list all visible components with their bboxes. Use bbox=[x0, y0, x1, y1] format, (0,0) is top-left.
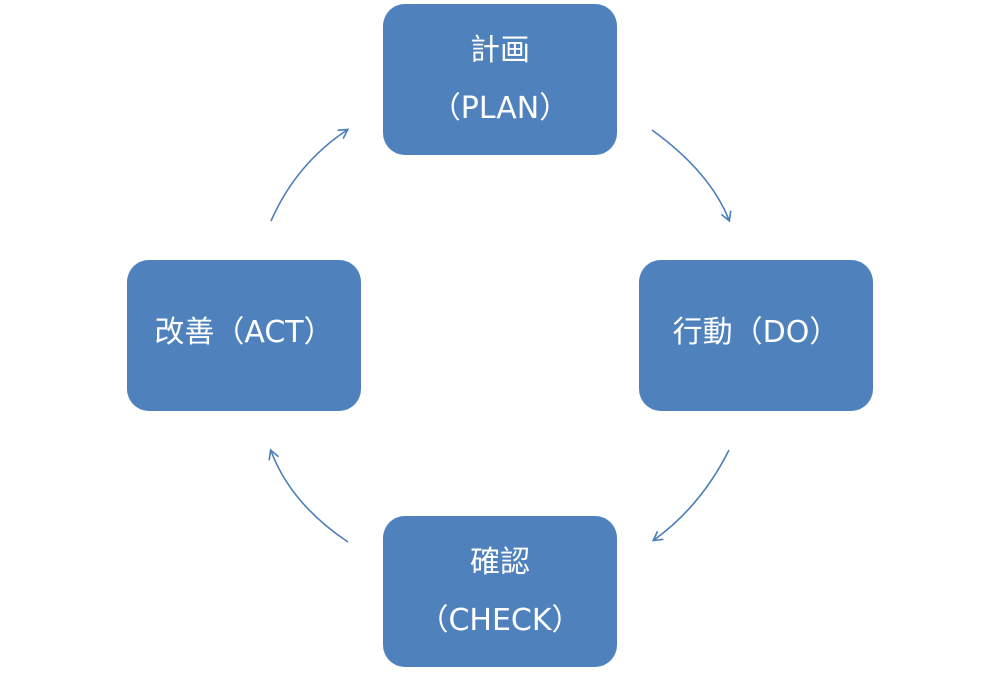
arrow-act-to-plan bbox=[270, 128, 350, 222]
act-box: 改善（ACT） bbox=[127, 260, 361, 411]
check-box: 確認 （CHECK） bbox=[383, 516, 617, 667]
arrow-check-to-act bbox=[268, 448, 349, 543]
act-label: 改善（ACT） bbox=[154, 314, 334, 350]
plan-sublabel: （PLAN） bbox=[430, 90, 570, 126]
check-sublabel: （CHECK） bbox=[418, 602, 582, 638]
do-label: 行動（DO） bbox=[672, 314, 840, 350]
plan-box: 計画 （PLAN） bbox=[383, 4, 617, 155]
arrow-plan-to-do bbox=[651, 129, 732, 223]
arrow-do-to-check bbox=[651, 449, 730, 542]
do-box: 行動（DO） bbox=[639, 260, 873, 411]
check-label: 確認 bbox=[470, 544, 530, 580]
plan-label: 計画 bbox=[470, 32, 530, 68]
